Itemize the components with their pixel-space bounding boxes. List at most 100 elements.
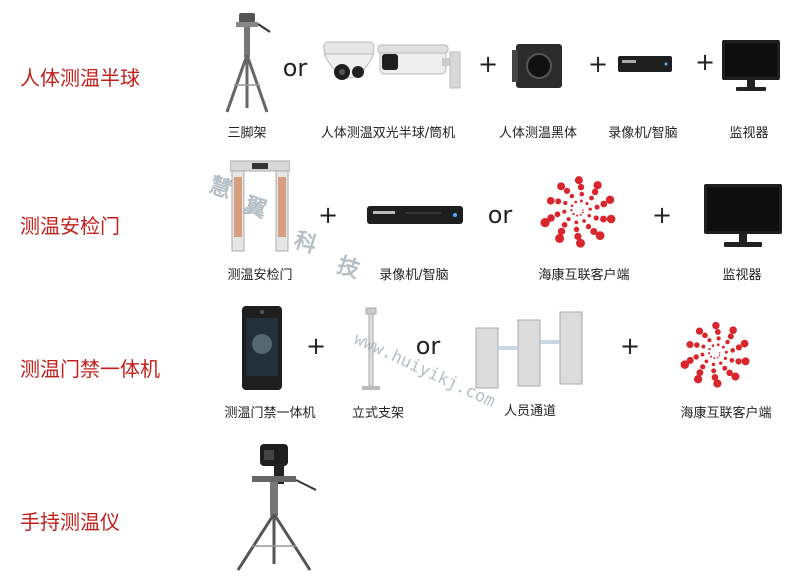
caption-monitor-2: 监视器 (722, 268, 762, 283)
operator-plus: + (305, 332, 327, 360)
spiral-logo (680, 321, 750, 388)
bullet-camera-icon (376, 40, 464, 96)
logo-dot (573, 226, 580, 233)
monitor-icon (720, 38, 782, 94)
logo-dot (579, 191, 585, 197)
operator-plus: + (587, 50, 609, 78)
logo-dot (563, 200, 568, 206)
logo-dot (562, 209, 567, 214)
logo-dot (735, 344, 742, 351)
logo-dot (546, 196, 555, 205)
logo-dot (725, 339, 730, 345)
logo-dot (585, 223, 592, 230)
logo-dot (686, 340, 694, 349)
caption-tripod: 三脚架 (227, 126, 267, 141)
logo-dot (594, 204, 600, 210)
logo-dot (707, 352, 711, 355)
logo-dot (591, 188, 599, 196)
logo-dot (714, 328, 721, 335)
logo-dot (718, 354, 721, 357)
logo-dot (694, 342, 700, 348)
operator-plus: + (694, 48, 716, 76)
logo-dot (731, 372, 740, 381)
logo-dot (579, 199, 583, 203)
operator-plus: + (317, 201, 339, 229)
caption-hik-connect: 海康互联客户端 (538, 268, 630, 283)
logo-dot (700, 364, 706, 370)
logo-dot (605, 195, 615, 204)
logo-dot (563, 187, 571, 194)
logo-dot (716, 336, 721, 341)
row-title-access: 测温门禁一体机 (20, 357, 160, 381)
logo-dot (589, 195, 594, 201)
operator-or: or (415, 332, 441, 360)
logo-dot (701, 344, 706, 349)
logo-dot (582, 209, 584, 211)
logo-dot (547, 214, 555, 222)
logo-dot (719, 361, 723, 365)
logo-dot (570, 204, 574, 208)
logo-dot (711, 368, 717, 374)
logo-dot (741, 357, 750, 366)
logo-dot (606, 214, 616, 224)
operator-plus: + (651, 201, 673, 229)
logo-dot (712, 321, 720, 330)
logo-dot (574, 200, 578, 204)
spiral-logo (540, 176, 616, 248)
security-gate-icon (230, 157, 290, 253)
logo-dot (557, 227, 566, 236)
blackbody-icon (510, 40, 566, 92)
logo-dot (576, 238, 585, 248)
operator-plus: + (619, 332, 641, 360)
monitor-icon (702, 182, 784, 250)
logo-dot (569, 193, 575, 199)
watermark-brand-3: 科 (290, 227, 320, 259)
hik-connect-logo-icon (676, 318, 756, 388)
logo-dot (570, 209, 573, 212)
logo-dot (724, 350, 728, 354)
logo-dot (711, 362, 716, 367)
logo-dot (740, 339, 749, 348)
nvr-icon (365, 204, 465, 228)
logo-dot (576, 214, 579, 217)
logo-dot (555, 233, 565, 243)
logo-dot (693, 374, 703, 384)
logo-dot (727, 333, 734, 340)
logo-dot (696, 369, 704, 377)
logo-dot (713, 357, 716, 360)
logo-dot (721, 345, 725, 349)
logo-dot (730, 348, 735, 353)
logo-dot (587, 214, 591, 218)
dome-camera-icon (318, 40, 380, 96)
logo-dot (735, 358, 742, 365)
logo-dot (726, 369, 733, 377)
logo-dot (574, 176, 583, 185)
logo-dot (704, 359, 709, 364)
logo-dot (600, 200, 608, 208)
turnstile-icon (472, 306, 592, 392)
logo-dot (566, 217, 571, 222)
logo-dot (585, 202, 589, 206)
logo-dot (708, 347, 711, 351)
logo-dot (593, 215, 599, 221)
caption-nvr-2: 录像机/智脑 (379, 268, 449, 283)
logo-dot (716, 343, 720, 347)
logo-dot (700, 352, 705, 357)
logo-dot (555, 198, 562, 205)
row-title-gate: 测温安检门 (20, 214, 120, 238)
access-terminal-icon (240, 304, 284, 392)
logo-dot (729, 357, 735, 363)
watermark-brand-4: 技 (333, 252, 363, 284)
caption-hik-connect-2: 海康互联客户端 (680, 406, 772, 421)
logo-dot (702, 332, 708, 339)
logo-dot (540, 217, 550, 228)
caption-nvr: 录像机/智脑 (608, 126, 678, 141)
logo-dot (561, 222, 568, 228)
logo-dot (711, 373, 719, 381)
caption-monitor: 监视器 (729, 126, 769, 141)
logo-dot (729, 326, 737, 334)
logo-dot (686, 356, 694, 364)
row-title-handheld: 手持测温仪 (20, 510, 120, 534)
caption-gate: 测温安检门 (227, 268, 293, 283)
operator-or: or (487, 201, 513, 229)
